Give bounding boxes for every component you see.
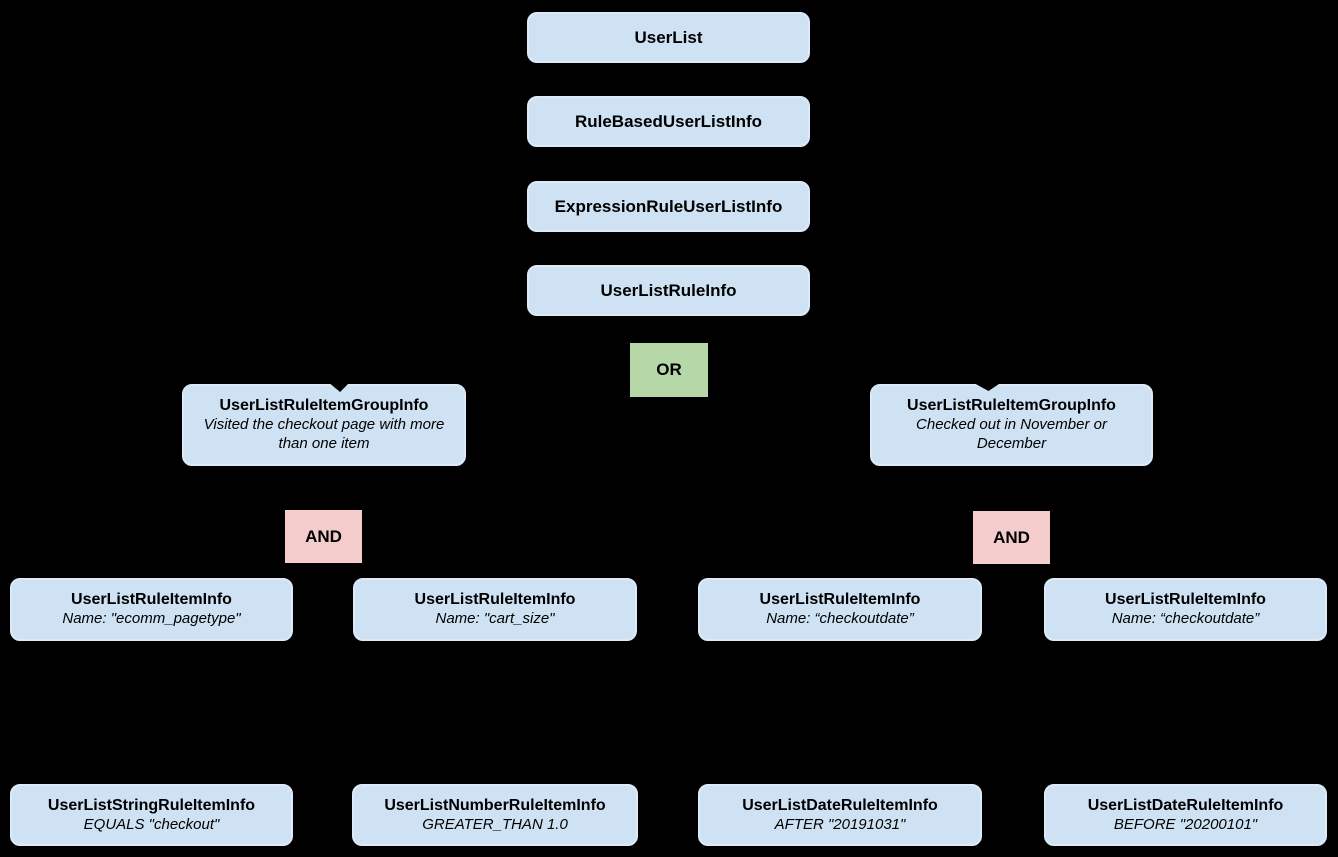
node-or-operator: OR (630, 343, 708, 397)
node-title: UserListRuleItemInfo (1105, 591, 1266, 609)
node-subtitle: Visited the checkout page with more than… (203, 416, 445, 452)
node-rule-based-user-list-info: RuleBasedUserListInfo (527, 96, 810, 147)
node-number-rule-item: UserListNumberRuleItemInfo GREATER_THAN … (352, 784, 638, 846)
node-rule-item-checkoutdate-right: UserListRuleItemInfo Name: “checkoutdate… (1044, 578, 1327, 641)
node-title: UserListRuleItemInfo (414, 591, 576, 609)
node-title: UserListRuleInfo (600, 280, 737, 300)
node-and-operator-right: AND (973, 511, 1050, 564)
node-subtitle: Name: “checkoutdate” (1111, 610, 1260, 628)
arrowhead-icon (328, 382, 350, 392)
operator-label: AND (993, 527, 1030, 547)
node-title: UserListRuleItemInfo (759, 591, 921, 609)
node-and-operator-left: AND (285, 510, 362, 563)
node-title: UserList (634, 27, 703, 47)
node-subtitle: BEFORE "20200101" (1113, 815, 1258, 833)
operator-label: OR (656, 360, 682, 380)
node-subtitle: Name: "cart_size" (435, 610, 555, 628)
node-subtitle: AFTER "20191031" (774, 815, 906, 833)
node-subtitle: EQUALS "checkout" (83, 815, 220, 833)
node-title: UserListRuleItemGroupInfo (219, 397, 429, 415)
node-subtitle: Checked out in November or December (916, 416, 1107, 452)
node-title: UserListNumberRuleItemInfo (384, 796, 606, 814)
node-user-list-rule-info: UserListRuleInfo (527, 265, 810, 316)
node-rule-item-checkoutdate-left: UserListRuleItemInfo Name: “checkoutdate… (698, 578, 982, 641)
node-expression-rule-user-list-info: ExpressionRuleUserListInfo (527, 181, 810, 232)
node-title: UserListRuleItemGroupInfo (907, 397, 1116, 415)
operator-label: AND (305, 526, 342, 546)
arrowhead-icon (972, 382, 1002, 391)
node-title: UserListDateRuleItemInfo (742, 796, 938, 814)
node-rule-item-cart-size: UserListRuleItemInfo Name: "cart_size" (353, 578, 637, 641)
node-title: ExpressionRuleUserListInfo (554, 196, 783, 216)
node-rule-item-group-left: UserListRuleItemGroupInfo Visited the ch… (182, 384, 466, 466)
node-date-rule-item-before: UserListDateRuleItemInfo BEFORE "2020010… (1044, 784, 1327, 846)
node-rule-item-group-right: UserListRuleItemGroupInfo Checked out in… (870, 384, 1153, 466)
node-title: RuleBasedUserListInfo (574, 111, 763, 131)
node-date-rule-item-after: UserListDateRuleItemInfo AFTER "20191031… (698, 784, 982, 846)
node-title: UserListRuleItemInfo (71, 591, 232, 609)
node-subtitle: Name: "ecomm_pagetype" (62, 610, 241, 628)
node-subtitle: Name: “checkoutdate” (766, 610, 914, 628)
node-title: UserListStringRuleItemInfo (47, 796, 256, 814)
node-subtitle: GREATER_THAN 1.0 (422, 815, 568, 833)
node-title: UserListDateRuleItemInfo (1087, 796, 1284, 814)
node-rule-item-ecomm-pagetype: UserListRuleItemInfo Name: "ecomm_pagety… (10, 578, 293, 641)
node-user-list: UserList (527, 12, 810, 63)
node-string-rule-item: UserListStringRuleItemInfo EQUALS "check… (10, 784, 293, 846)
